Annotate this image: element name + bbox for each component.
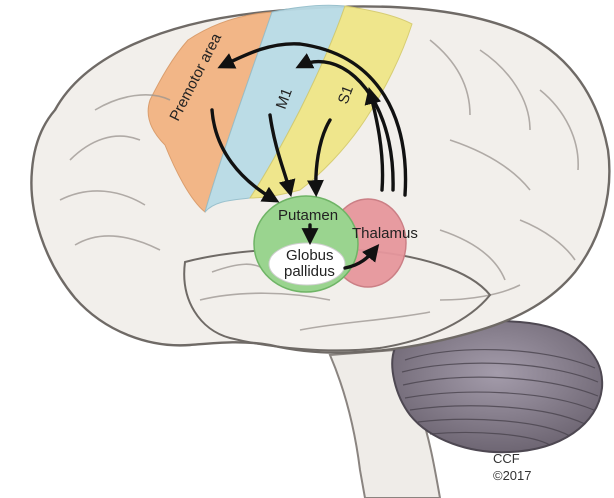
label-globus: Globus [286,247,334,264]
credit-line-1: CCF [493,451,520,466]
label-putamen: Putamen [278,207,338,224]
label-pallidus: pallidus [284,263,335,280]
label-thalamus: Thalamus [352,225,418,242]
credit-line-2: ©2017 [493,468,532,483]
